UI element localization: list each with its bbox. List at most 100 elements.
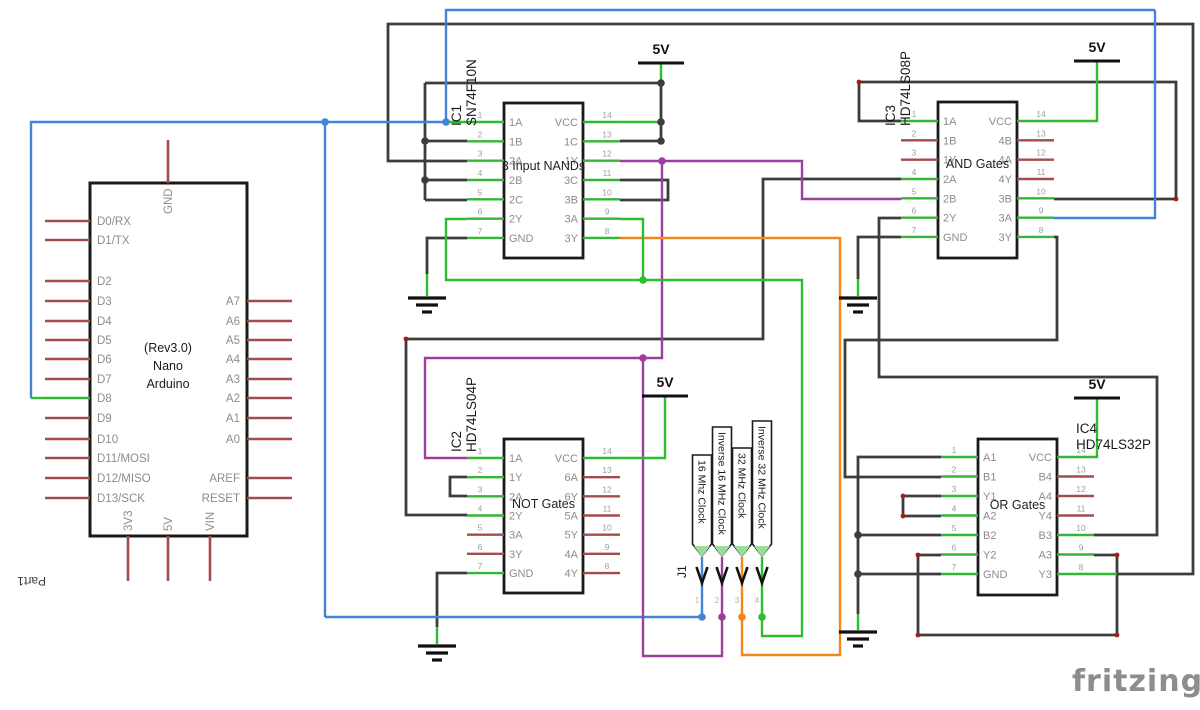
pin-label: Y2 (983, 550, 996, 562)
pin-label: 2A (509, 491, 523, 503)
pin-label: 3B (999, 193, 1012, 205)
pin-label: VCC (555, 117, 578, 129)
arduino-body (88, 181, 249, 538)
wire-blue (1054, 10, 1157, 220)
pin-number: 12 (602, 484, 612, 494)
power-label: 5V (656, 374, 674, 390)
pin-number: 11 (603, 504, 612, 514)
pin-label: A1 (983, 452, 996, 464)
header-pin-arrow-icon (735, 566, 749, 587)
pin-number: 14 (602, 110, 612, 120)
junction-dot (442, 118, 450, 126)
wire-purple (620, 159, 901, 201)
ground-symbol (418, 644, 456, 662)
wire-endpoint (1114, 552, 1120, 558)
pin-number: 7 (478, 561, 483, 571)
flag-pin-pad (714, 546, 730, 557)
pin-label: D13/SCK (97, 493, 145, 505)
pin-label: 4Y (999, 174, 1013, 186)
junction-dot (854, 570, 862, 578)
pin-number: 5 (478, 523, 483, 533)
pin-label: 3A (999, 213, 1013, 225)
wire-black (856, 455, 941, 614)
pin-number: 13 (1036, 128, 1046, 138)
pin-number: 8 (1079, 562, 1084, 572)
pin-number: 9 (605, 207, 610, 217)
power-label: 5V (1088, 39, 1106, 55)
ic-body (936, 100, 1019, 260)
pin-number: 1 (478, 446, 483, 456)
pin-label: D6 (97, 354, 112, 366)
pin-label: A3 (226, 374, 240, 386)
pin-label: 3Y (565, 233, 579, 245)
pin-number: 3 (478, 484, 483, 494)
header-pin-arrow-icon (755, 566, 769, 587)
wire-orange (620, 236, 842, 657)
pin-label: D9 (97, 413, 112, 425)
pin-label: B2 (983, 530, 996, 542)
pin-number: 5 (952, 523, 957, 533)
arduino-title-line: (Rev3.0) (144, 341, 192, 355)
pin-number: 11 (1077, 504, 1086, 514)
pin-label: GND (943, 232, 968, 244)
wire-endpoint (1173, 196, 1179, 202)
pin-label: 1B (943, 135, 956, 147)
power-label: 5V (652, 41, 670, 57)
ic-body (976, 437, 1059, 597)
pin-label: A0 (226, 434, 240, 446)
junction-dot (738, 613, 746, 621)
ic-function-label: OR Gates (990, 498, 1046, 512)
pin-number: 1 (952, 445, 957, 455)
pin-number: 3 (478, 149, 483, 159)
pin-number: 3 (912, 148, 917, 158)
wire-black (435, 571, 467, 627)
pin-label: 1A (509, 117, 523, 129)
pin-label: 1B (509, 136, 522, 148)
pin-label: 1A (943, 116, 957, 128)
junction-dot (639, 354, 647, 362)
pin-number: 10 (1076, 523, 1086, 533)
pin-label: D12/MISO (97, 473, 151, 485)
junction-dot (321, 118, 329, 126)
header-pin-number: 3 (735, 596, 740, 605)
wire-green (620, 217, 645, 280)
wire-black (877, 216, 1159, 537)
pin-number: 8 (605, 561, 610, 571)
pin-label: A4 (226, 354, 241, 366)
pin-label: 6A (565, 472, 579, 484)
arduino-nano (45, 140, 292, 581)
flag-pin-pad (734, 546, 750, 557)
pin-number: 2 (478, 129, 483, 139)
pin-number: 11 (603, 168, 612, 178)
pin-number: 4 (952, 504, 957, 514)
pin-label: 2Y (509, 214, 523, 226)
pin-label: D8 (97, 393, 112, 405)
pin-label: 2A (943, 174, 957, 186)
flag-pin-pad (694, 546, 710, 557)
wire-green (1054, 61, 1099, 123)
pin-label: D7 (97, 374, 112, 386)
pin-number: 4 (478, 168, 483, 178)
pin-number: 14 (1076, 445, 1086, 455)
pin-label: A4 (1039, 491, 1052, 503)
wire-purple (641, 358, 724, 658)
pin-number: 6 (478, 542, 483, 552)
pin-number: 1 (478, 110, 483, 120)
pin-label: 5Y (565, 530, 579, 542)
header-ref-label: J1 (675, 565, 689, 578)
pin-label: VCC (1029, 452, 1052, 464)
wire-green (444, 217, 804, 638)
pin-label: 2B (509, 175, 522, 187)
pin-number: 9 (1079, 543, 1084, 553)
ic-function-label: 3 Input NANDs (502, 159, 585, 173)
junction-dot (698, 613, 706, 621)
wire-green (1094, 398, 1099, 459)
pin-label: D1/TX (97, 235, 130, 247)
ic-part-label: HD74LS32P (1076, 437, 1151, 452)
junction-dot (657, 79, 665, 87)
pin-number: 2 (952, 465, 957, 475)
header-pin-number: 2 (715, 596, 720, 605)
pin-label: RESET (202, 493, 240, 505)
ic-IC1 (467, 101, 620, 260)
